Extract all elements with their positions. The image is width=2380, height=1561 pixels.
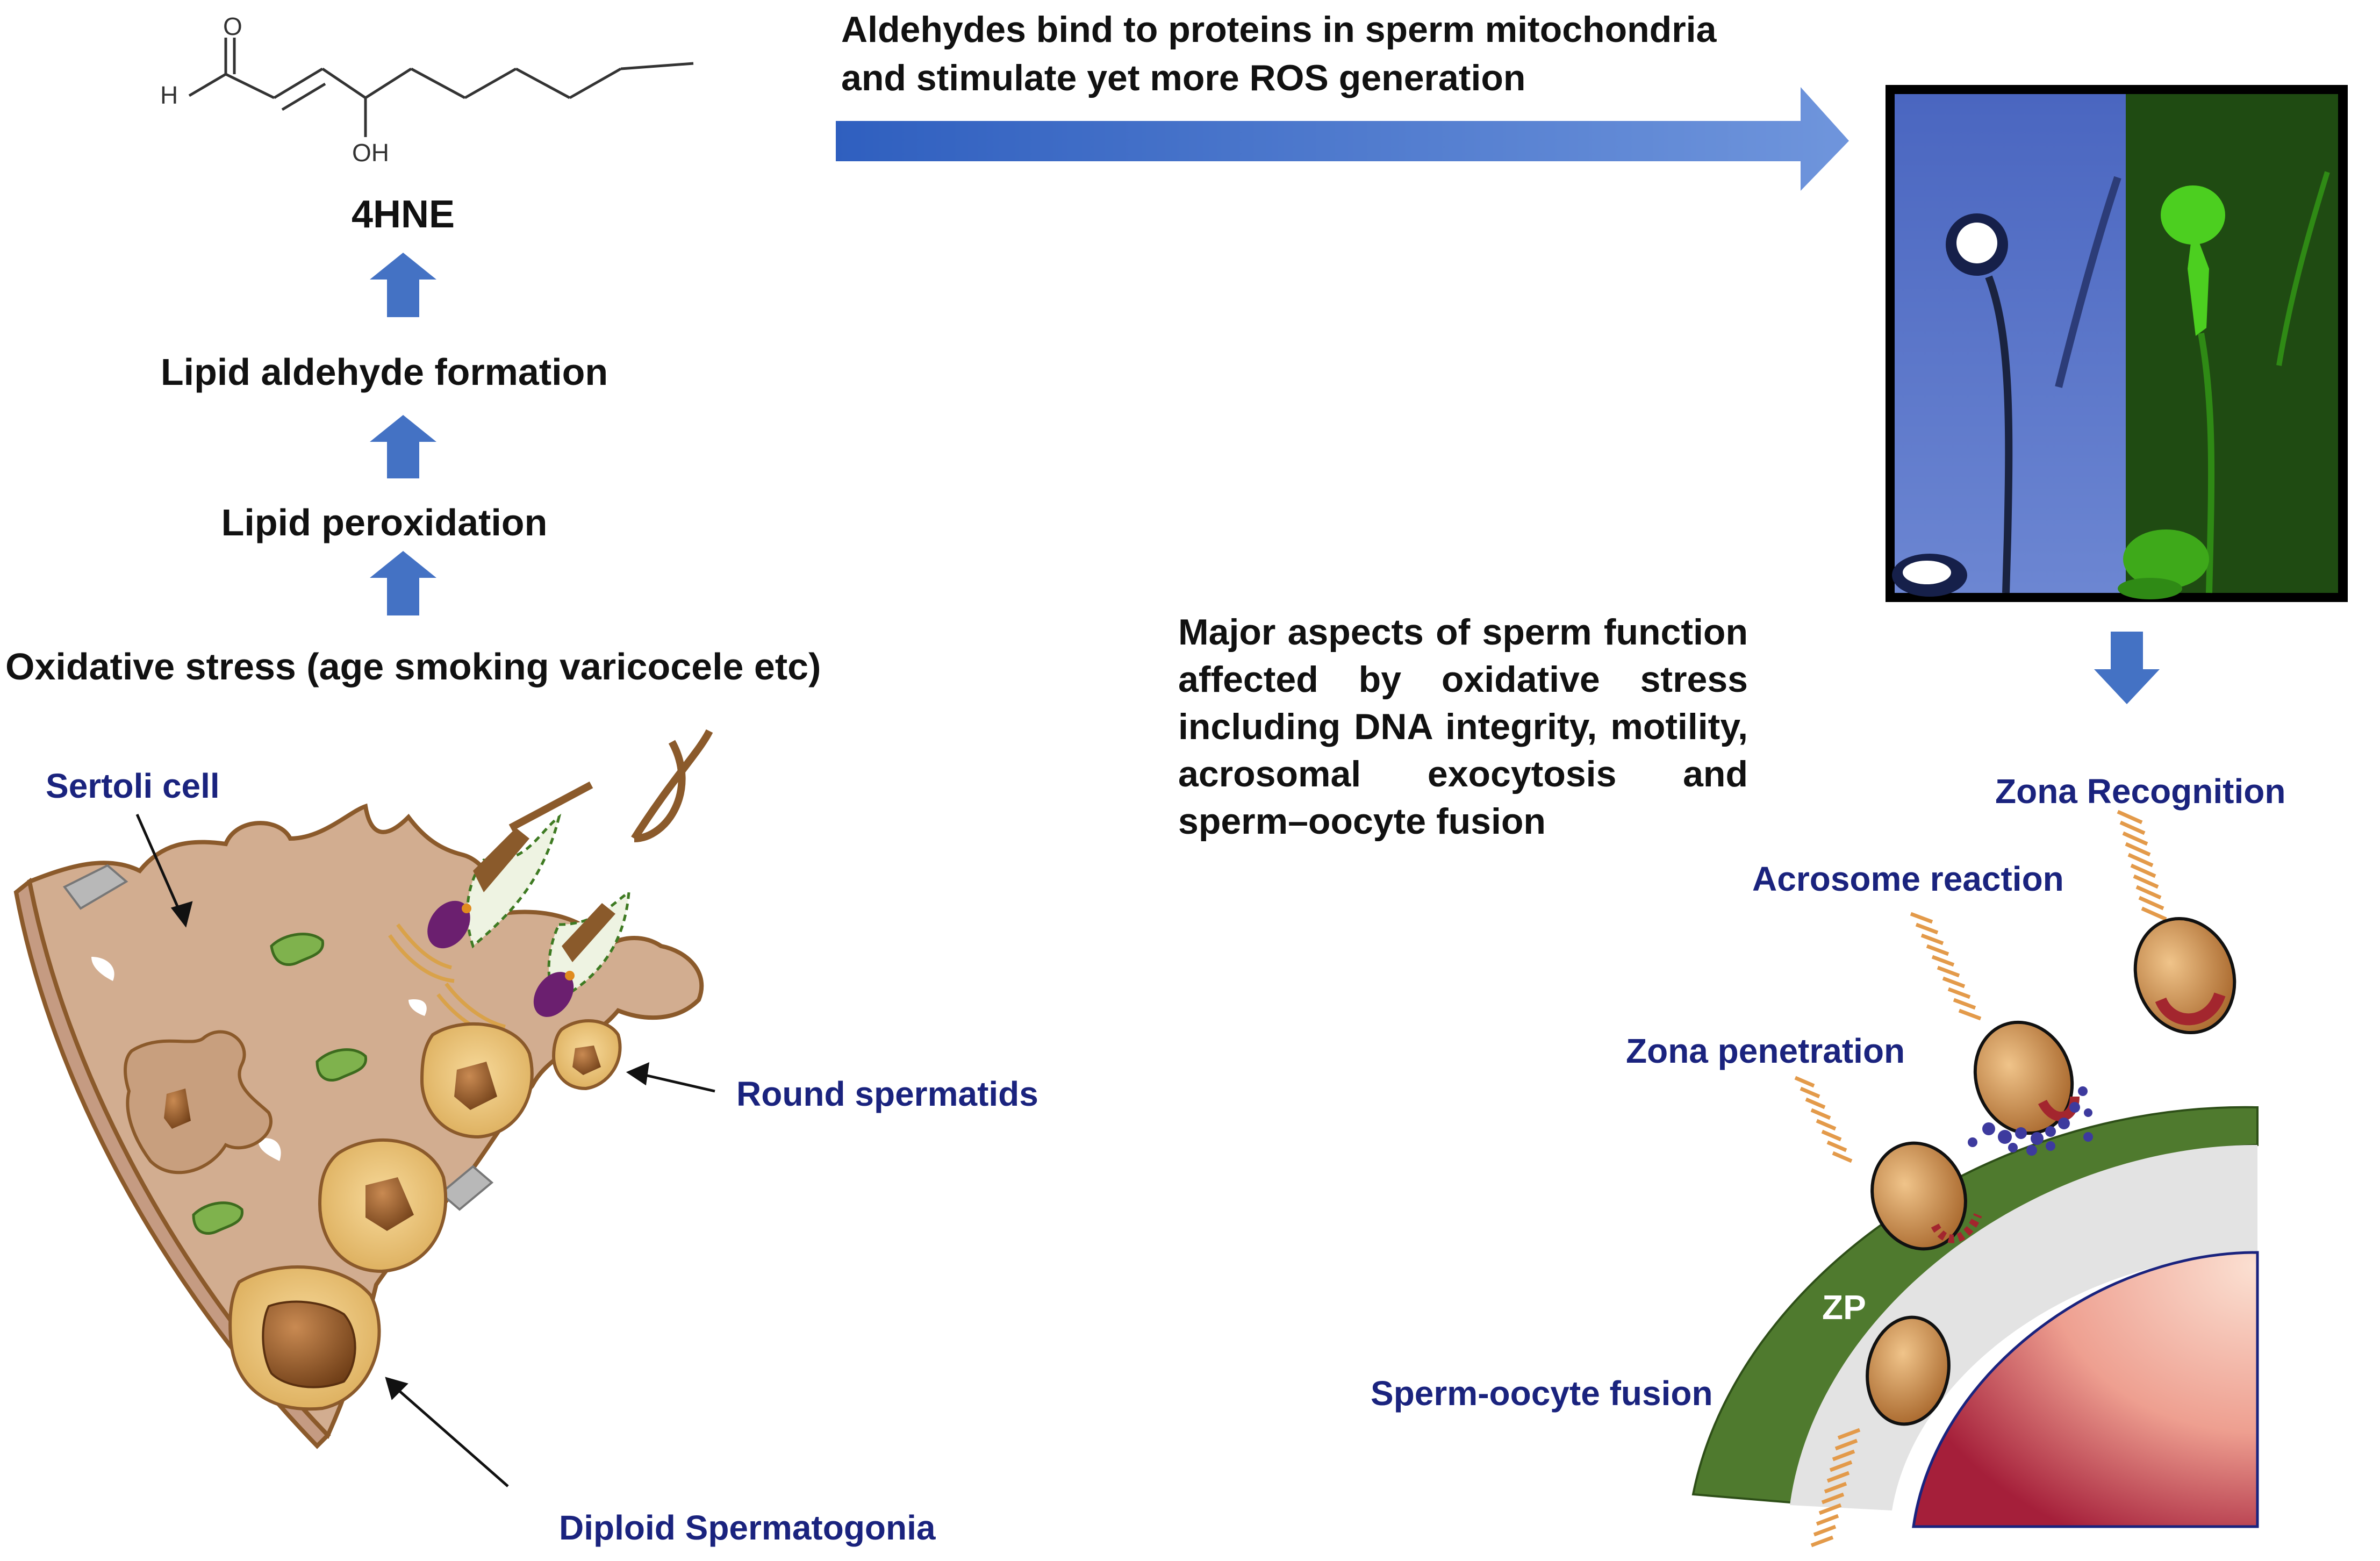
arrowhead-icon xyxy=(385,1377,408,1400)
4hne-structure xyxy=(188,38,694,137)
top-arrow-caption-line2: and stimulate yet more ROS generation xyxy=(841,58,1526,98)
label-diploid-spermatogonia: Diploid Spermatogonia xyxy=(559,1508,936,1547)
pointer-spermatogonia xyxy=(397,1388,509,1487)
step-lipid-aldehyde: Lipid aldehyde formation xyxy=(160,351,608,393)
down-arrow-icon xyxy=(2094,632,2160,704)
seminiferous-tubule xyxy=(13,729,713,1449)
step-oxidative-stress: Oxidative stress (age smoking varicocele… xyxy=(5,646,821,688)
label-sperm-oocyte-fusion: Sperm-oocyte fusion xyxy=(1371,1374,1713,1413)
top-arrow-caption-line1: Aldehydes bind to proteins in sperm mito… xyxy=(841,9,1717,50)
label-acrosome-reaction: Acrosome reaction xyxy=(1752,860,2064,898)
top-arrow-caption: Aldehydes bind to proteins in sperm mito… xyxy=(841,5,1916,102)
pointer-round-spermatids xyxy=(644,1073,715,1093)
sperm-head xyxy=(2133,916,2236,1035)
sperm-tail xyxy=(2117,810,2167,921)
atom-h: H xyxy=(160,81,178,109)
molecule-name: 4HNE xyxy=(351,193,455,236)
label-round-spermatids: Round spermatids xyxy=(736,1075,1038,1113)
label-sertoli-cell: Sertoli cell xyxy=(46,767,220,805)
microscopy-image xyxy=(1886,85,2348,602)
label-zp: ZP xyxy=(1822,1288,1866,1327)
sperm-head xyxy=(1866,1315,1951,1426)
up-arrow-icon xyxy=(370,551,436,615)
step-lipid-peroxidation: Lipid peroxidation xyxy=(221,502,548,543)
label-zona-penetration: Zona penetration xyxy=(1626,1032,1905,1070)
up-arrow-icon xyxy=(370,253,436,317)
atom-o: O xyxy=(223,12,242,40)
atom-oh: OH xyxy=(352,139,389,167)
sperm-tail xyxy=(1910,912,1982,1021)
sperm-tail xyxy=(1810,1428,1861,1548)
top-arrow xyxy=(836,87,1849,191)
summary-paragraph: Major aspects of sperm function affected… xyxy=(1178,612,1748,842)
oocyte-diagram xyxy=(1691,810,2259,1548)
up-arrow-icon xyxy=(370,415,436,478)
sperm-tail xyxy=(1794,1076,1853,1163)
arrowhead-icon xyxy=(170,901,193,928)
arrowhead-icon xyxy=(626,1062,650,1086)
label-zona-recognition: Zona Recognition xyxy=(1995,772,2286,811)
sperm-head xyxy=(1870,1141,1967,1251)
